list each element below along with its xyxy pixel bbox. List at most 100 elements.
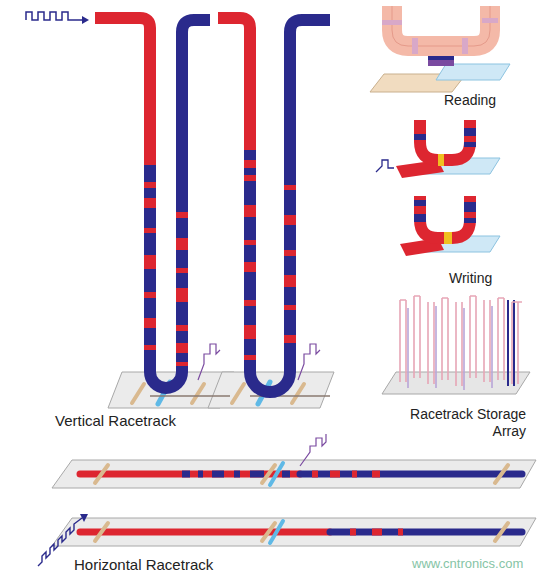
- contact-pad: [132, 384, 144, 403]
- read-write-head: [270, 521, 283, 543]
- domain-wall-bits: [244, 325, 256, 339]
- storage-array-illustration: [470, 296, 476, 378]
- domain-wall-bits: [144, 198, 156, 208]
- vertical-racetrack-tube: [182, 20, 210, 372]
- domain-wall-bits: [350, 529, 356, 536]
- horizontal-racetrack-wire: [300, 471, 522, 478]
- pulse-symbol: [198, 344, 220, 380]
- domain-wall-bits: [284, 305, 296, 310]
- signal-wire: [150, 395, 330, 397]
- domain-wall-bits: [182, 471, 403, 536]
- pulse-symbol: [82, 16, 89, 24]
- storage-array-illustration: [408, 306, 492, 390]
- domain-wall-bits: [244, 205, 256, 217]
- domain-wall-bits: [176, 268, 188, 273]
- read-write-head: [270, 463, 283, 485]
- writing-illustration: [444, 232, 452, 244]
- writing-illustration: [414, 134, 426, 140]
- substrate-plate: [208, 372, 334, 408]
- contact-pad: [95, 465, 508, 541]
- pulse-symbol: [26, 12, 89, 24]
- contact-pad: [95, 465, 108, 483]
- reading-illustration: [392, 6, 490, 46]
- watermark: www.cntronics.com: [412, 556, 548, 572]
- reading-illustration: [428, 60, 454, 66]
- writing-illustration: [414, 200, 426, 206]
- horizontal-racetrack-wire: [80, 474, 522, 532]
- contact-pad: [495, 523, 508, 541]
- domain-wall-bits: [144, 165, 156, 372]
- domain-wall-bits: [182, 471, 190, 478]
- substrate-plate: [52, 518, 536, 546]
- vertical-racetrack-tube: [290, 20, 330, 372]
- writing-illustration: [376, 120, 500, 256]
- vertical-racetrack-tube: [150, 372, 182, 388]
- reading-illustration: [382, 20, 402, 25]
- vertical-racetrack-tube: [95, 18, 330, 392]
- domain-wall-bits: [176, 212, 188, 218]
- writing-illustration: [464, 202, 476, 212]
- domain-wall-bits: [284, 185, 296, 190]
- storage-array-illustration: [400, 296, 522, 302]
- writing-illustration: [464, 128, 476, 136]
- domain-wall-bits: [144, 318, 156, 328]
- pulse-symbol: [300, 434, 326, 466]
- read-write-head: [270, 463, 283, 543]
- domain-wall-bits: [144, 182, 156, 188]
- pulse-symbol: [26, 12, 82, 20]
- domain-wall-bits: [212, 471, 224, 478]
- domain-wall-bits: [284, 215, 296, 225]
- substrate-plate: [52, 460, 536, 488]
- domain-wall-bits: [250, 471, 264, 478]
- domain-wall-bits: [312, 471, 318, 478]
- domain-wall-bits: [330, 471, 340, 478]
- contact-pad: [495, 465, 508, 483]
- caption-label: Horizontal Racetrack: [74, 556, 274, 574]
- reading-illustration: [482, 18, 498, 23]
- domain-wall-bits: [144, 150, 296, 372]
- storage-array-illustration: [498, 298, 504, 380]
- domain-wall-bits: [176, 325, 188, 331]
- vertical-racetrack-tube: [95, 18, 150, 372]
- domain-wall-bits: [372, 471, 380, 478]
- domain-wall-bits: [144, 228, 156, 233]
- caption-label: Vertical Racetrack: [55, 412, 235, 430]
- horizontal-racetrack-wire: [330, 529, 522, 536]
- vertical-racetrack-tube: [250, 372, 290, 392]
- contact-pad: [95, 523, 108, 541]
- domain-wall-bits: [234, 471, 240, 478]
- signal-wire: [150, 395, 230, 397]
- part-label: Writing: [449, 270, 539, 287]
- reading-illustration: [462, 38, 468, 54]
- writing-illustration: [420, 196, 470, 238]
- domain-wall-bits: [284, 250, 296, 256]
- domain-wall-bits: [244, 262, 256, 272]
- writing-illustration: [464, 218, 476, 223]
- contact-pad: [232, 384, 244, 403]
- domain-wall-bits: [352, 471, 357, 478]
- writing-illustration: [414, 214, 426, 222]
- reading-illustration: [392, 6, 490, 46]
- storage-array-illustration: [456, 302, 462, 386]
- writing-illustration: [438, 154, 444, 166]
- substrate-plate: [108, 372, 334, 408]
- storage-array-illustration: [484, 300, 490, 382]
- domain-wall-bits: [372, 529, 382, 536]
- storage-array-illustration: [442, 298, 448, 380]
- part-label: Racetrack Storage Array: [390, 406, 526, 440]
- horizontal-racetrack-wire: [80, 529, 330, 536]
- part-label: Reading: [444, 92, 534, 109]
- domain-wall-bits: [144, 345, 156, 350]
- pulse-symbol: [198, 344, 320, 380]
- domain-wall-bits: [244, 355, 256, 360]
- substrate-plate: [52, 460, 536, 546]
- reading-illustration: [412, 38, 418, 54]
- domain-wall-bits: [176, 238, 188, 250]
- domain-wall-bits: [282, 471, 290, 478]
- domain-wall-bits: [284, 275, 296, 287]
- storage-array-illustration: [414, 296, 420, 378]
- domain-wall-bits: [244, 240, 256, 245]
- pulse-symbol: [80, 514, 88, 522]
